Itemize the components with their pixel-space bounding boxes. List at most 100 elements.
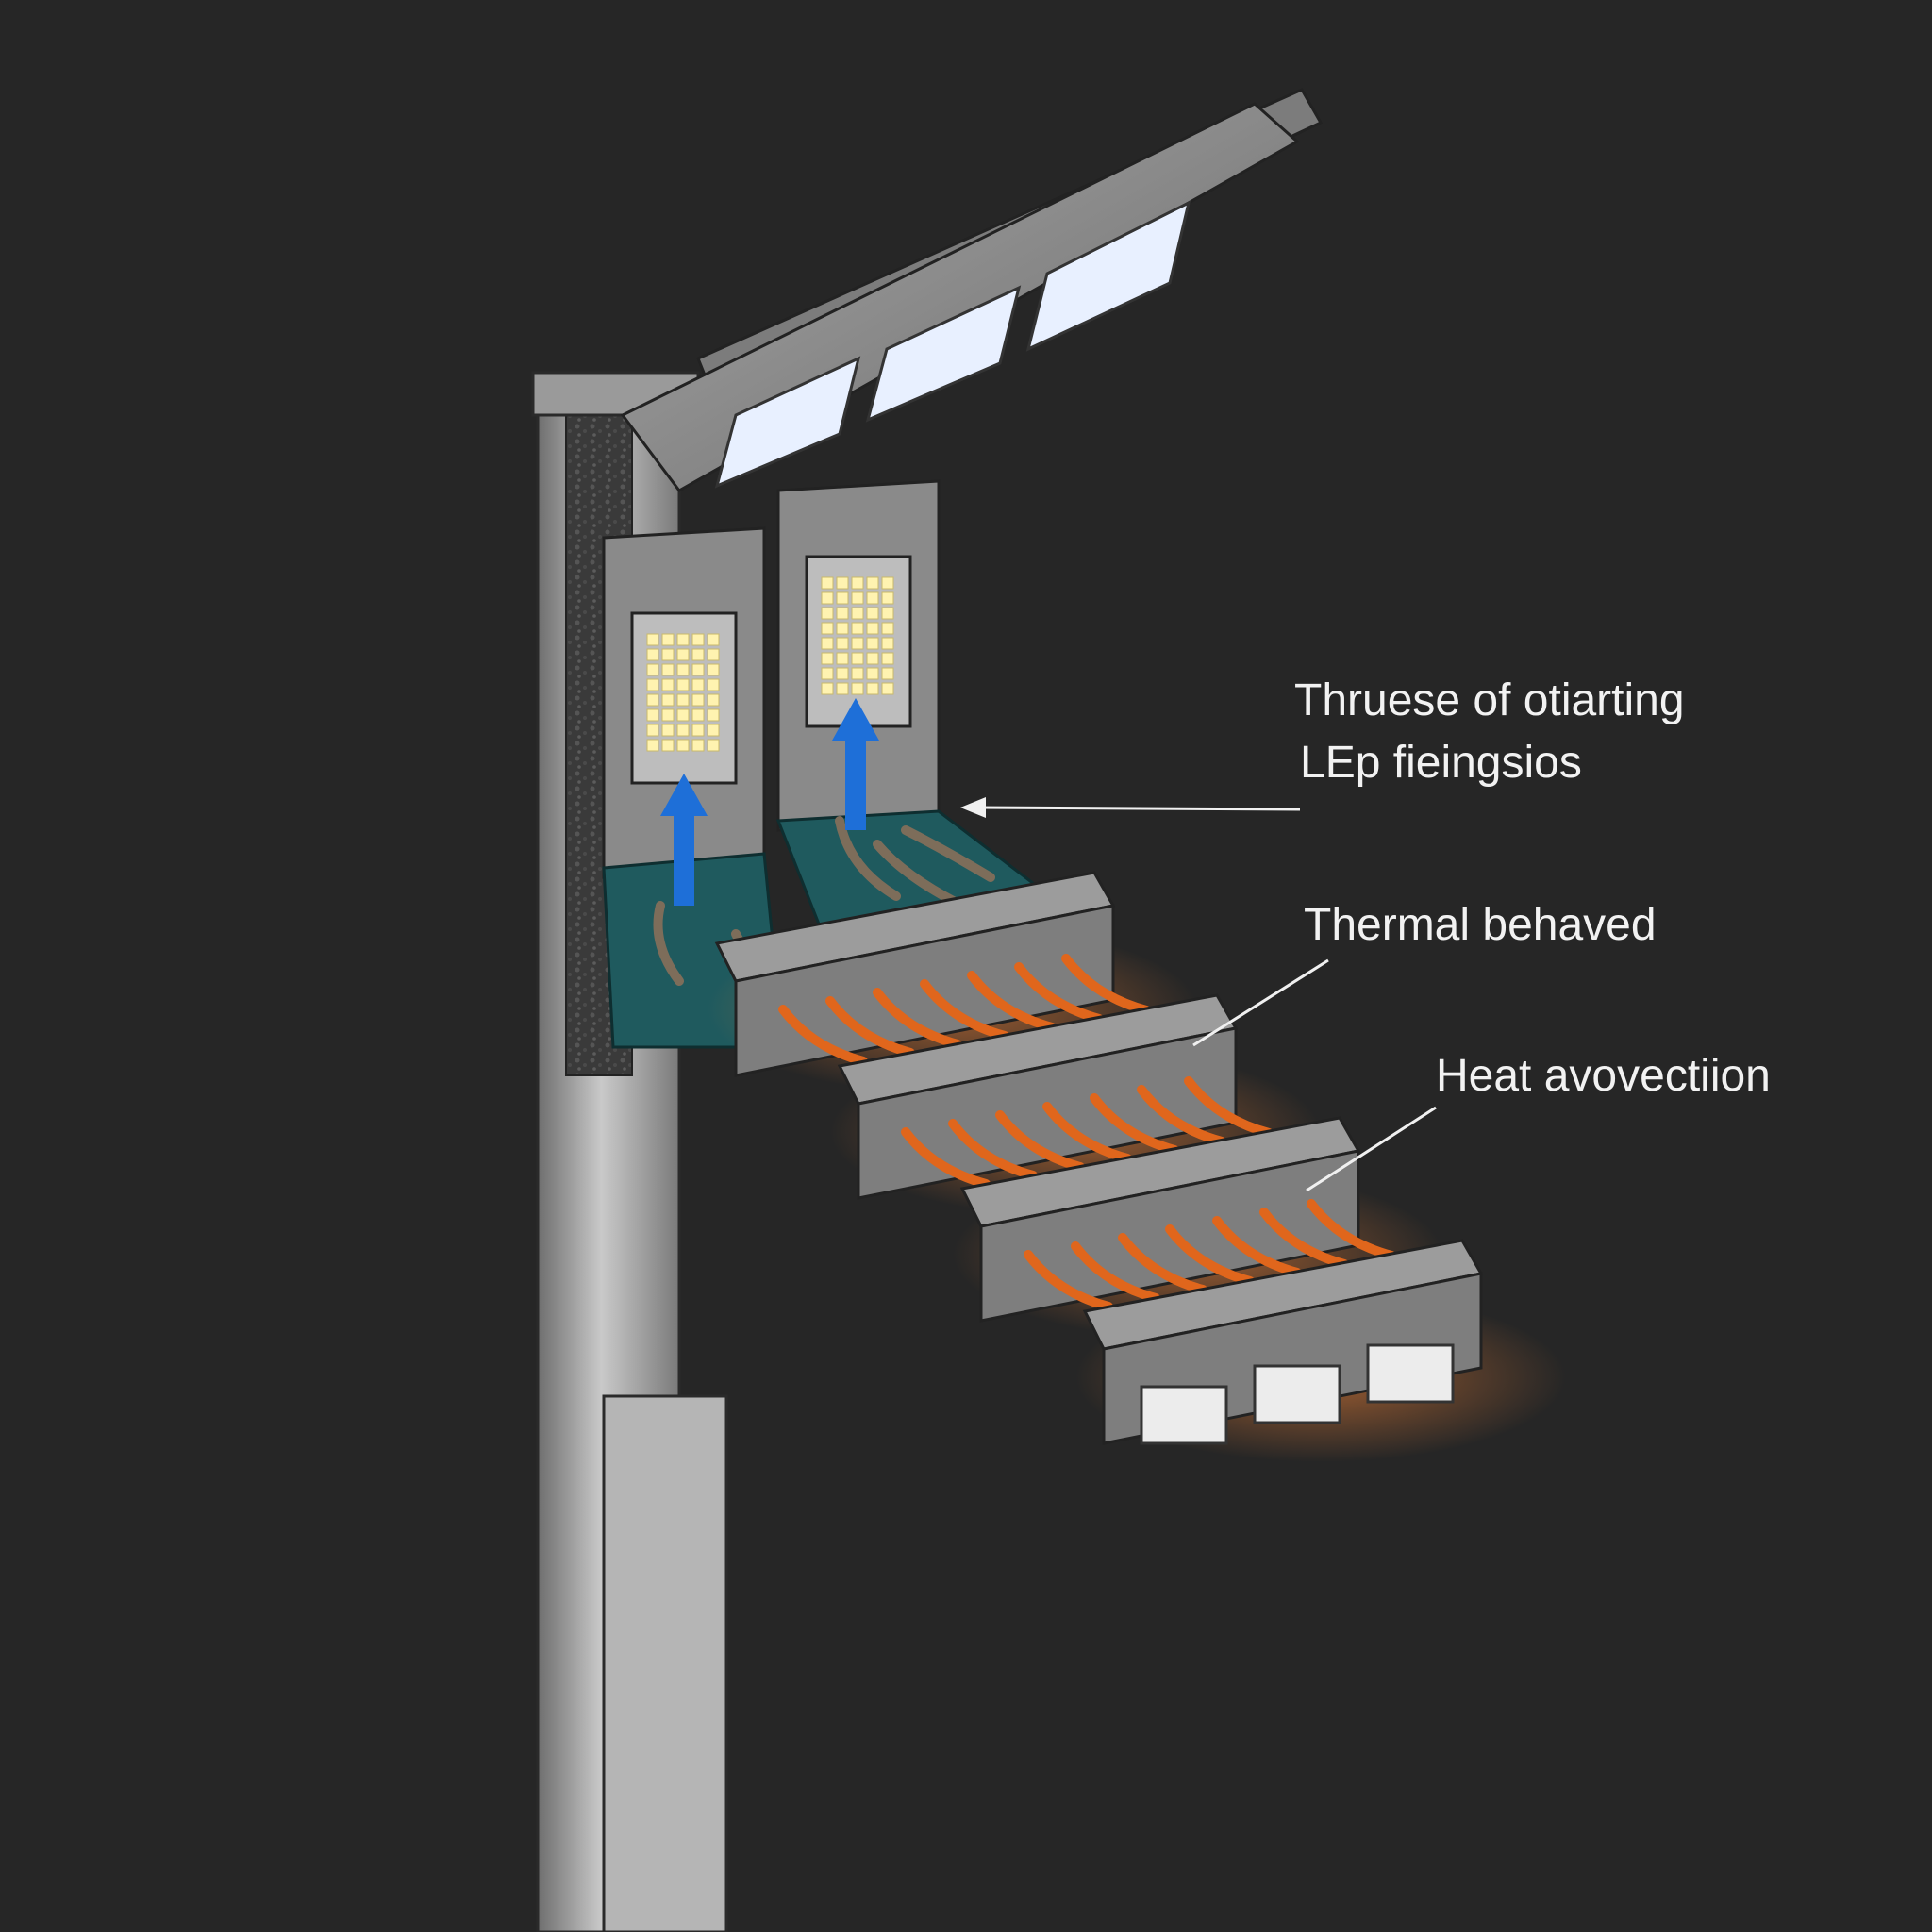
led-cell (821, 652, 834, 665)
led-cell (676, 648, 690, 661)
heat-pipe (1024, 1250, 1113, 1311)
heat-pipe (920, 979, 1009, 1041)
airflow-arrows (660, 698, 879, 906)
heat-sink-tier (708, 871, 1198, 1094)
heat-pipe (1071, 1241, 1160, 1303)
led-cell (646, 724, 659, 737)
led-cell (866, 607, 879, 620)
led-cell (851, 591, 864, 605)
led-cell (836, 622, 849, 635)
heat-pipe (1165, 1224, 1255, 1286)
led-cell (866, 682, 879, 695)
callout-led-line2: LEp fieingsios (1300, 738, 1582, 788)
led-cell (707, 678, 720, 691)
led-cell (646, 633, 659, 646)
led-cell (707, 708, 720, 722)
led-cell (821, 607, 834, 620)
heat-pipe (1212, 1216, 1302, 1277)
led-cell (691, 739, 705, 752)
led-cell (881, 682, 894, 695)
led-cell (881, 591, 894, 605)
led-cell (821, 591, 834, 605)
led-cell (836, 607, 849, 620)
heat-pipe (1137, 1085, 1226, 1146)
led-cell (661, 739, 675, 752)
heat-pipe (825, 996, 915, 1058)
led-cell (851, 637, 864, 650)
led-cell (676, 739, 690, 752)
led-cell (821, 576, 834, 590)
led-cell (866, 622, 879, 635)
led-cell (836, 652, 849, 665)
led-cell (851, 607, 864, 620)
led-cell (691, 663, 705, 676)
led-cell (836, 637, 849, 650)
heat-sink-tier (1075, 1239, 1566, 1462)
led-module-right (776, 479, 941, 832)
led-cell (676, 708, 690, 722)
led-cell (646, 678, 659, 691)
callout-led-line1: Thruese of otiarting (1294, 675, 1685, 725)
led-cell (866, 591, 879, 605)
led-cell (691, 693, 705, 707)
led-cell (881, 622, 894, 635)
led-cell (646, 693, 659, 707)
lamp-head (620, 88, 1324, 492)
led-cell (851, 682, 864, 695)
heat-pipe (778, 1005, 868, 1066)
heat-pipe (995, 1110, 1085, 1172)
led-cell (881, 576, 894, 590)
lamp-window-3 (1025, 200, 1191, 352)
led-cell (676, 724, 690, 737)
led-cell (851, 622, 864, 635)
heat-pipe (1307, 1199, 1396, 1260)
callout-convection-label: Heat avovectiion (1436, 1051, 1771, 1101)
heat-pipe (1090, 1093, 1179, 1155)
heat-sink-tiers (708, 871, 1566, 1462)
led-cell (821, 682, 834, 695)
led-cell (881, 607, 894, 620)
led-cell (691, 648, 705, 661)
led-cell (646, 648, 659, 661)
heat-pipe (948, 1119, 1038, 1180)
led-cell (851, 576, 864, 590)
led-cell (866, 652, 879, 665)
led-cell (661, 633, 675, 646)
led-cell (707, 648, 720, 661)
heat-pipe (1184, 1076, 1274, 1138)
led-array-left (646, 633, 720, 752)
heat-pipe (1014, 962, 1104, 1024)
led-cell (646, 663, 659, 676)
arrowhead-icon (960, 797, 986, 818)
led-cell (707, 739, 720, 752)
led-cell (707, 663, 720, 676)
led-cell (866, 576, 879, 590)
led-cell (676, 633, 690, 646)
heat-pipe (1118, 1233, 1208, 1294)
led-cell (707, 633, 720, 646)
led-cell (661, 678, 675, 691)
callout-thermal-label: Thermal behaved (1304, 900, 1657, 950)
led-cell (707, 693, 720, 707)
heat-sink-tier (953, 1116, 1443, 1340)
led-cell (676, 663, 690, 676)
led-cell (676, 693, 690, 707)
led-cell (836, 682, 849, 695)
heat-pipe (873, 988, 962, 1049)
led-cell (821, 667, 834, 680)
led-cell (661, 693, 675, 707)
heat-pipe (1061, 954, 1151, 1015)
callout-thermal: Thermal behaved (1192, 900, 1657, 1047)
led-cell (691, 678, 705, 691)
led-cell (676, 678, 690, 691)
led-cell (661, 663, 675, 676)
up-arrow-icon (832, 698, 879, 830)
led-cell (691, 708, 705, 722)
led-cell (881, 637, 894, 650)
callout-convection: Heat avovectiion (1306, 1051, 1771, 1192)
heat-pipe (1042, 1102, 1132, 1163)
led-module-left (602, 526, 766, 879)
led-cell (821, 622, 834, 635)
led-cell (866, 667, 879, 680)
